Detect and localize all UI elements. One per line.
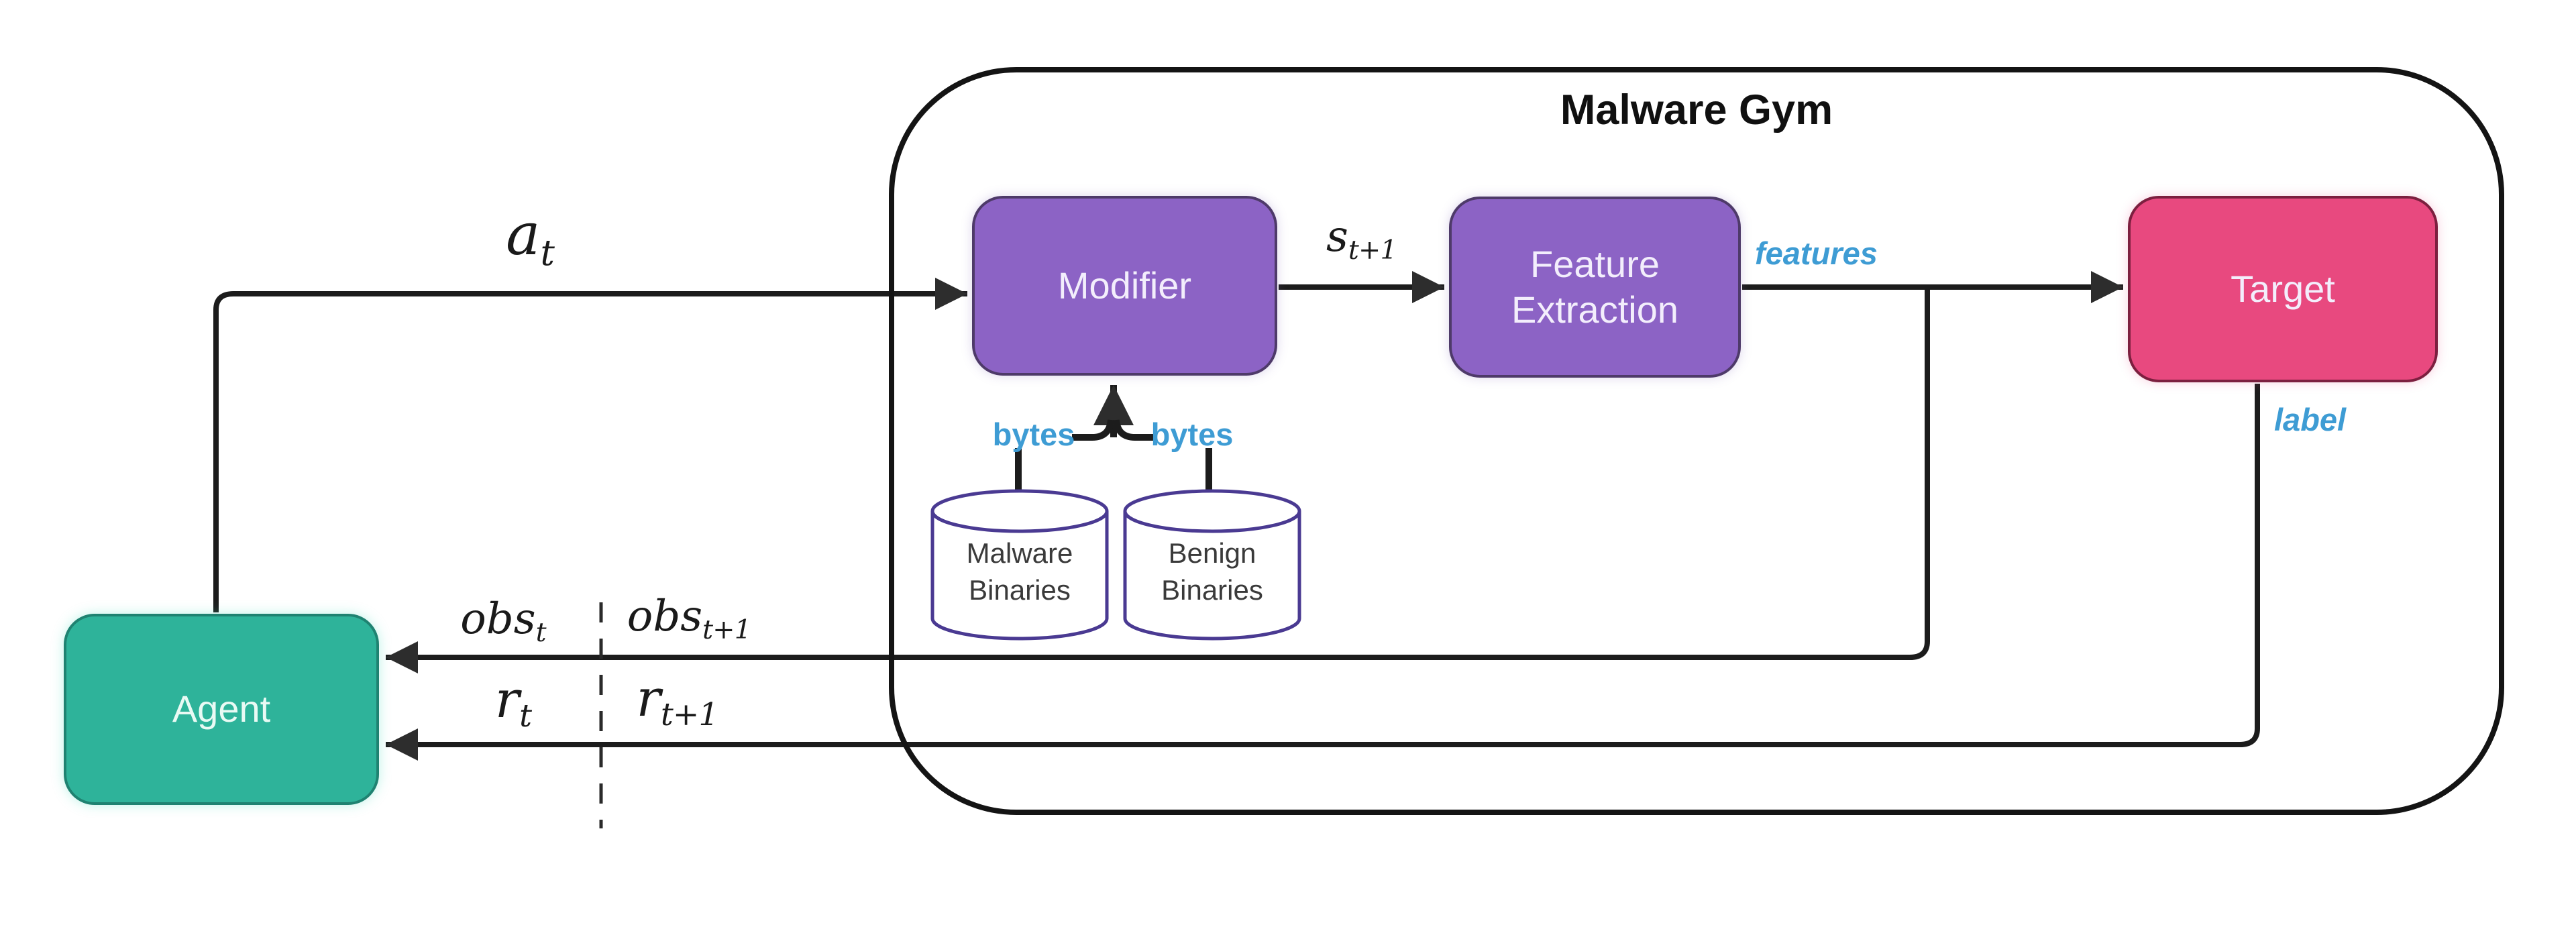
modifier-node-label: Modifier [1057, 264, 1192, 307]
target-output-label: label [2274, 402, 2347, 437]
malware-binaries-label-line2: Binaries [969, 574, 1071, 606]
features-label: features [1755, 235, 1878, 271]
reward-edge [386, 384, 2260, 761]
obs-next-label: obst+1 [612, 592, 766, 645]
malware-cylinder-body [930, 511, 1109, 641]
bytes-merge-left-wing [1072, 419, 1114, 441]
obs-current-label-sub: t [535, 616, 547, 648]
reward-next-label-sub: t+1 [660, 696, 719, 734]
feature-extraction-node-label: Feature Extraction [1511, 242, 1678, 331]
malware-cylinder-top [930, 489, 1109, 533]
benign-cylinder-body [1123, 511, 1301, 641]
bytes-merge-right-wing [1113, 419, 1155, 441]
obs-current-label-base: obs [460, 594, 536, 644]
benign-binaries-cylinder [1123, 489, 1301, 641]
benign-binaries-label-line1: Benign [1168, 537, 1256, 569]
malware-binaries-cylinder [930, 489, 1109, 641]
obs-next-label-base: obs [627, 592, 703, 641]
reward-current-label-base: r [494, 669, 520, 729]
feature-extraction-node: Feature Extraction [1449, 197, 1741, 378]
action-label: at [470, 201, 590, 274]
obs-current-label: obst [439, 594, 567, 648]
state-label-base: s [1326, 212, 1348, 262]
malware-gym-title: Malware Gym [1560, 87, 1833, 133]
malware-gym-container [889, 67, 2504, 815]
agent-node-label: Agent [172, 688, 271, 730]
agent-node: Agent [64, 614, 379, 805]
reward-next-label: rt+1 [605, 668, 749, 733]
bytes-label-left: bytes [992, 417, 1075, 452]
reward-current-label: rt [456, 669, 570, 734]
benign-binaries-label-line2: Binaries [1161, 574, 1263, 606]
target-node-label: Target [2231, 267, 2335, 310]
benign-cylinder-top [1123, 489, 1301, 533]
obs-next-label-sub: t+1 [702, 614, 751, 645]
action-label-sub: t [540, 231, 554, 274]
target-node: Target [2128, 196, 2438, 382]
state-label: st+1 [1283, 212, 1440, 266]
state-label-sub: t+1 [1348, 234, 1397, 266]
modifier-node: Modifier [972, 196, 1277, 376]
malware-binaries-label-line1: Malware [966, 537, 1073, 569]
benign-binaries-label: Benign Binaries [1126, 535, 1298, 608]
reward-current-label-sub: t [519, 698, 532, 735]
observation-edge [386, 290, 1930, 673]
action-label-base: a [506, 201, 541, 268]
reward-next-label-base: r [636, 668, 661, 728]
bytes-label-right: bytes [1150, 417, 1234, 452]
malware-binaries-label: Malware Binaries [934, 535, 1106, 608]
action-edge [213, 278, 967, 612]
